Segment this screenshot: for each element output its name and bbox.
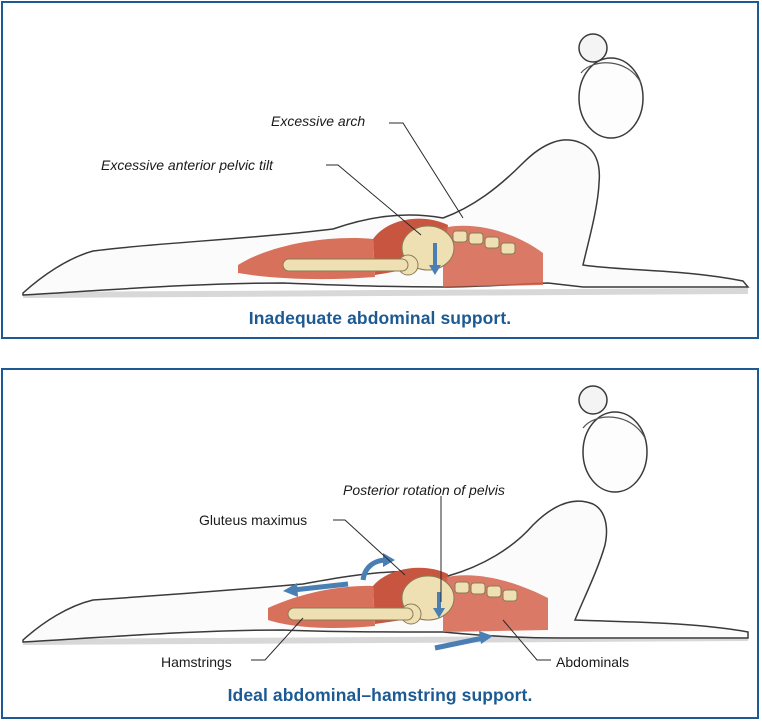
label-gluteus-maximus: Gluteus maximus: [199, 512, 308, 528]
hamstring-pull-arrow: [292, 581, 349, 593]
hair-bun: [578, 33, 608, 63]
back-muscle: [443, 225, 543, 287]
label-abdominals: Abdominals: [556, 654, 630, 670]
head: [578, 57, 644, 139]
head: [582, 411, 648, 493]
label-excessive-anterior-pelvic-tilt: Excessive anterior pelvic tilt: [101, 157, 273, 173]
lumbar-spine: [452, 230, 516, 255]
body-outline: [22, 500, 749, 643]
label-hamstrings: Hamstrings: [161, 654, 232, 670]
lumbar-spine: [454, 581, 518, 602]
abdominal-pull-arrow: [434, 635, 484, 651]
figure-cobra-ideal-support: [22, 385, 749, 661]
panel-ideal-support: Posterior rotation of pelvis Gluteus max…: [1, 368, 759, 719]
femur: [287, 607, 414, 621]
label-posterior-rotation-of-pelvis: Posterior rotation of pelvis: [343, 482, 505, 498]
caption-inadequate-support: Inadequate abdominal support.: [248, 308, 512, 328]
body-outline: [22, 139, 750, 296]
femur: [282, 258, 409, 272]
caption-ideal-support: Ideal abdominal–hamstring support.: [227, 685, 533, 705]
label-excessive-arch: Excessive arch: [271, 113, 366, 129]
panel-inadequate-support: Excessive arch Excessive anterior pelvic…: [1, 1, 759, 339]
hair-bun: [578, 385, 608, 415]
figure-cobra-excessive-arch: [22, 33, 750, 298]
